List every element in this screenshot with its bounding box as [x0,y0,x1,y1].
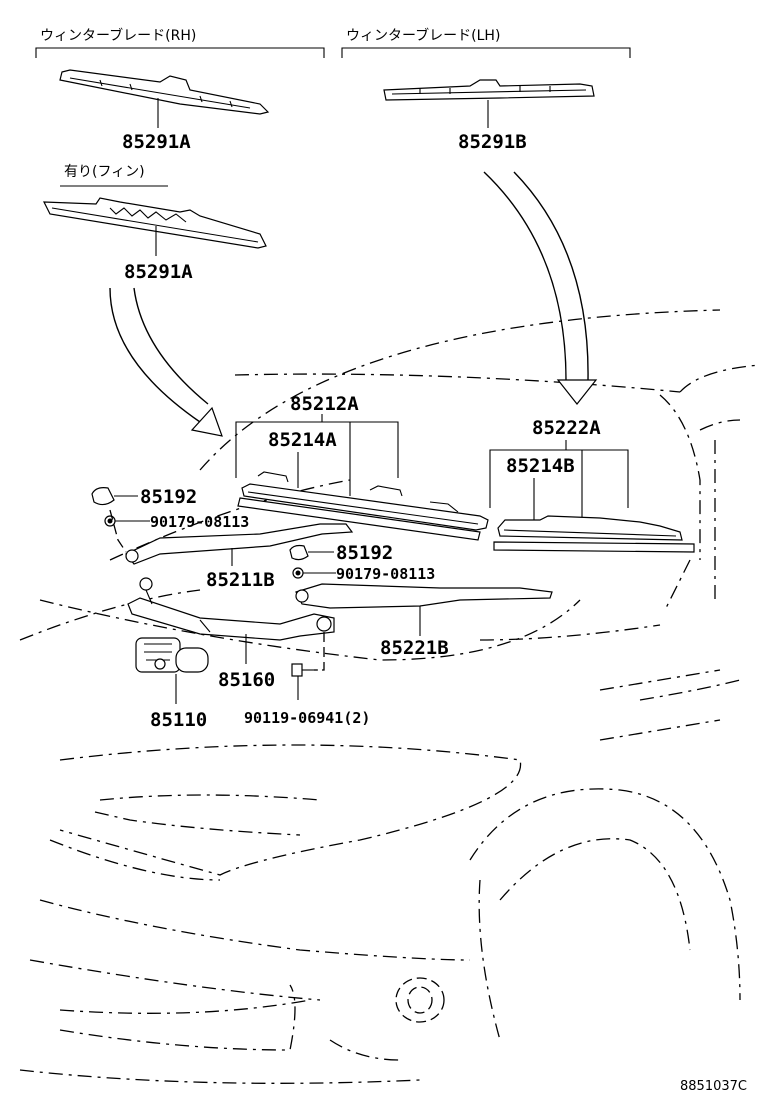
part-85291A-rh: 85291A [122,131,191,153]
arrow-right [483,171,598,405]
fin-blade-illustration [43,197,267,256]
winter-blade-rh-illustration [59,69,270,128]
part-85221B: 85221B [380,637,449,659]
illustration-id: 8851037C [680,1079,747,1094]
part-85214A: 85214A [268,429,337,451]
nut-90179-b [292,567,336,579]
link-85160 [127,577,335,664]
car-body-outline [19,309,760,1084]
heading-rh: ウィンターブレード(RH) [35,27,325,58]
part-85214B: 85214B [506,455,575,477]
heading-fin-label: 有り(フィン) [64,164,145,180]
part-90119-06941: 90119-06941(2) [244,709,370,727]
part-85192-b: 85192 [336,542,393,564]
part-90179-08113-a: 90179-08113 [150,513,249,531]
part-85291B: 85291B [458,131,527,153]
part-85192-a: 85192 [140,486,197,508]
heading-lh: ウィンターブレード(LH) [341,27,631,58]
wiper-arm-85211B [125,523,354,566]
wiper-arm-85221B [295,583,553,636]
heading-rh-label: ウィンターブレード(RH) [40,27,196,44]
blade-85212A-illustration [237,471,489,541]
part-85160: 85160 [218,669,275,691]
cap-85192-b [289,544,334,561]
arrow-left [109,287,223,437]
part-85291A-fin: 85291A [124,261,193,283]
winter-blade-lh-illustration [383,79,595,128]
cap-85192-a [91,487,138,506]
heading-lh-label: ウィンターブレード(LH) [346,27,500,44]
part-85212A: 85212A [290,393,359,415]
bolt-90119 [291,632,325,700]
part-85110: 85110 [150,709,207,731]
part-85222A: 85222A [532,417,601,439]
part-85211B: 85211B [206,569,275,591]
motor-85110 [135,637,209,704]
nut-90179-a [104,515,150,527]
blade-85222A-illustration [493,515,695,553]
part-90179-08113-b: 90179-08113 [336,565,435,583]
